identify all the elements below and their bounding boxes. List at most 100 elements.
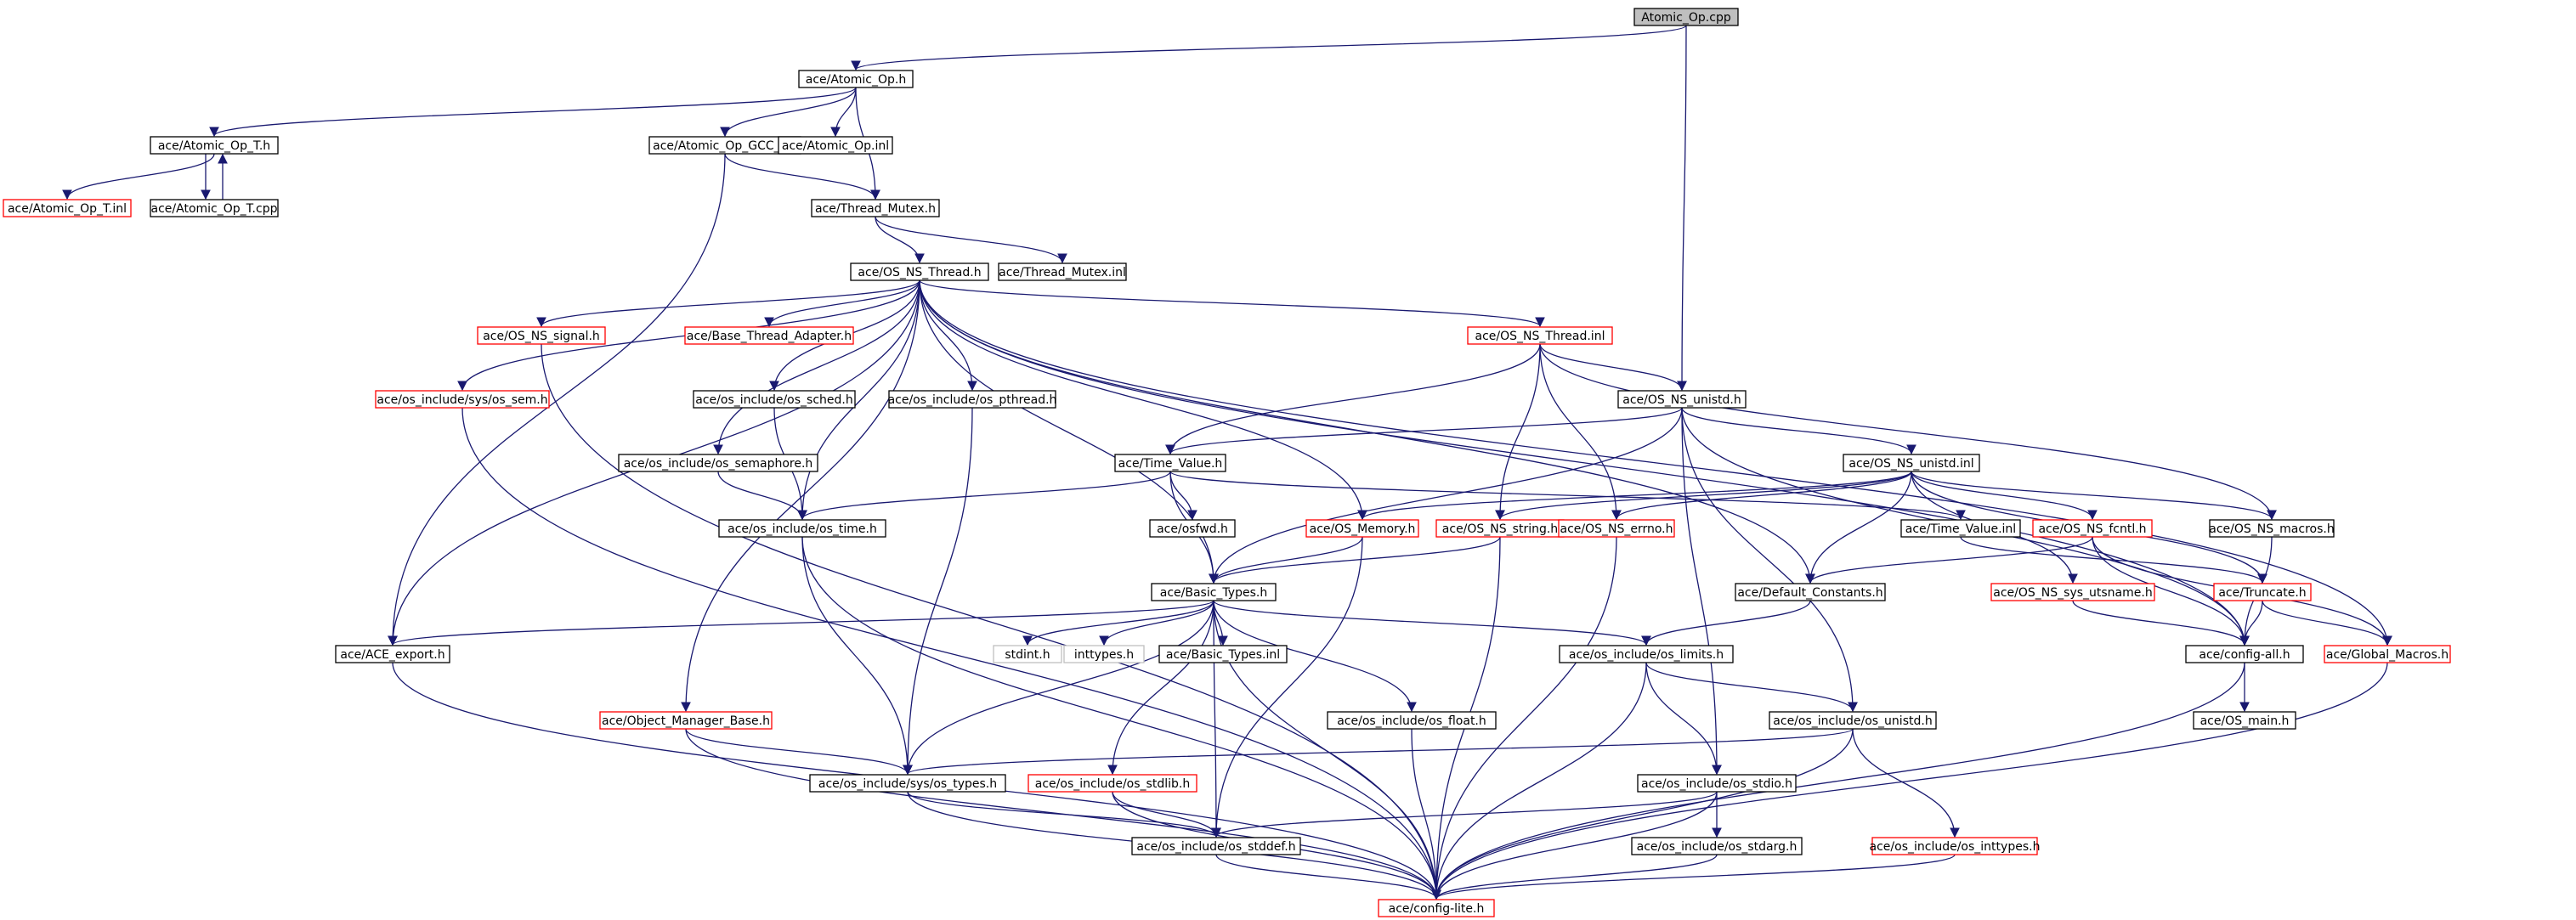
edge-ace-basic-types-h-to-ace-os-include-os-float-h — [1213, 600, 1417, 713]
edge-ace-os-ns-thread-h-to-ace-base-thread-adapter-h — [764, 279, 920, 328]
node-ace-os-ns-signal-h[interactable]: ace/OS_NS_signal.h — [477, 326, 606, 345]
edge-ace-os-include-os-pthread-h-to-ace-os-include-sys-os-types-h — [903, 407, 973, 776]
node-box — [798, 70, 914, 88]
node-ace-time-value-inl[interactable]: ace/Time_Value.inl — [1900, 519, 2021, 538]
node-box — [1305, 519, 1419, 538]
node-label: ace/OS_NS_string.h — [1442, 522, 1558, 536]
node-box — [850, 262, 989, 281]
node-label: ace/os_include/os_semaphore.h — [624, 457, 813, 471]
node-ace-global-macros-h[interactable]: ace/Global_Macros.h — [2324, 645, 2451, 663]
node-ace-os-ns-thread-inl[interactable]: ace/OS_NS_Thread.inl — [1467, 326, 1613, 345]
node-ace-os-include-os-stdio-h[interactable]: ace/os_include/os_stdio.h — [1637, 774, 1797, 793]
node-ace-os-ns-unistd-inl[interactable]: ace/OS_NS_unistd.inl — [1843, 454, 1980, 472]
node-ace-base-thread-adapter-h[interactable]: ace/Base_Thread_Adapter.h — [684, 326, 854, 345]
node-label: ace/os_include/os_stdarg.h — [1637, 840, 1798, 854]
node-label: ace/os_include/os_time.h — [728, 522, 877, 536]
edge-ace-basic-types-h-to-ace-os-include-os-stdlib-h — [1107, 600, 1214, 776]
edge-ace-basic-types-h-to-inttypes-h — [1099, 600, 1214, 646]
edge-ace-os-include-os-stdarg-h-to-ace-config-lite-h — [1431, 854, 1718, 900]
node-ace-os-include-os-unistd-h[interactable]: ace/os_include/os_unistd.h — [1769, 711, 1937, 730]
node-ace-default-constants-h[interactable]: ace/Default_Constants.h — [1735, 583, 1886, 601]
node-ace-basic-types-h[interactable]: ace/Basic_Types.h — [1151, 583, 1277, 601]
node-ace-os-include-os-limits-h[interactable]: ace/os_include/os_limits.h — [1559, 645, 1734, 663]
node-box — [1028, 774, 1197, 793]
node-ace-os-include-os-float-h[interactable]: ace/os_include/os_float.h — [1327, 711, 1497, 730]
node-ace-osfwd-h[interactable]: ace/osfwd.h — [1149, 519, 1236, 538]
node-ace-os-include-os-pthread-h[interactable]: ace/os_include/os_pthread.h — [888, 390, 1057, 409]
node-ace-os-include-os-sched-h[interactable]: ace/os_include/os_sched.h — [693, 390, 856, 409]
node-ace-thread-mutex-inl[interactable]: ace/Thread_Mutex.inl — [998, 262, 1127, 281]
node-label: inttypes.h — [1074, 648, 1134, 662]
node-ace-os-include-sys-os-sem-h[interactable]: ace/os_include/sys/os_sem.h — [375, 390, 550, 409]
node-label: ace/Thread_Mutex.inl — [999, 266, 1126, 279]
edge-atomic-op-cpp-to-ace-os-ns-unistd-h — [1677, 25, 1687, 392]
node-box — [1063, 645, 1145, 663]
node-label: ace/Time_Value.h — [1118, 457, 1223, 471]
node-label: ace/OS_main.h — [2200, 714, 2290, 728]
node-ace-atomic-op-t-h[interactable]: ace/Atomic_Op_T.h — [150, 136, 279, 155]
node-label: ace/os_include/os_stdio.h — [1641, 777, 1792, 791]
edge-ace-basic-types-h-to-ace-os-include-sys-os-types-h — [903, 600, 1214, 776]
edge-ace-os-include-os-limits-h-to-ace-os-include-os-unistd-h — [1645, 662, 1858, 713]
node-ace-os-ns-fcntl-h[interactable]: ace/OS_NS_fcntl.h — [2032, 519, 2153, 538]
node-box — [1327, 711, 1497, 730]
node-box — [1871, 837, 2038, 855]
node-ace-os-include-sys-os-types-h[interactable]: ace/os_include/sys/os_types.h — [809, 774, 1006, 793]
node-box — [888, 390, 1056, 409]
edge-ace-os-ns-unistd-inl-to-ace-os-ns-macros-h — [1911, 471, 2277, 521]
edge-ace-os-ns-thread-h-to-ace-os-include-os-pthread-h — [919, 279, 977, 392]
edge-ace-os-ns-unistd-h-to-ace-time-value-h — [1165, 407, 1683, 455]
node-box — [998, 262, 1127, 281]
node-ace-os-ns-errno-h[interactable]: ace/OS_NS_errno.h — [1558, 519, 1675, 538]
node-ace-object-manager-base-h[interactable]: ace/Object_Manager_Base.h — [599, 711, 773, 730]
edge-ace-os-ns-signal-h-to-ace-config-lite-h — [541, 343, 1441, 900]
node-ace-os-main-h[interactable]: ace/OS_main.h — [2193, 711, 2296, 730]
node-label: ace/Time_Value.inl — [1905, 522, 2016, 536]
node-label: stdint.h — [1005, 648, 1050, 662]
node-label: ace/os_include/os_pthread.h — [888, 393, 1057, 407]
node-ace-os-include-os-semaphore-h[interactable]: ace/os_include/os_semaphore.h — [618, 454, 818, 472]
edge-ace-time-value-h-to-ace-os-include-os-time-h — [797, 471, 1171, 521]
node-box — [2032, 519, 2153, 538]
node-ace-atomic-op-t-inl[interactable]: ace/Atomic_Op_T.inl — [3, 199, 132, 217]
node-ace-os-ns-sys-utsname-h[interactable]: ace/OS_NS_sys_utsname.h — [1990, 583, 2155, 601]
node-ace-os-include-os-inttypes-h[interactable]: ace/os_include/os_inttypes.h — [1870, 837, 2041, 855]
edge-ace-os-ns-thread-inl-to-ace-os-ns-string-h — [1495, 343, 1541, 521]
node-ace-os-ns-string-h[interactable]: ace/OS_NS_string.h — [1435, 519, 1565, 538]
node-ace-os-ns-macros-h[interactable]: ace/OS_NS_macros.h — [2209, 519, 2335, 538]
node-box — [1378, 899, 1495, 917]
node-ace-os-memory-h[interactable]: ace/OS_Memory.h — [1305, 519, 1419, 538]
node-ace-time-value-h[interactable]: ace/Time_Value.h — [1114, 454, 1226, 472]
node-ace-os-ns-unistd-h[interactable]: ace/OS_NS_unistd.h — [1617, 390, 1747, 409]
node-stdint-h[interactable]: stdint.h — [993, 645, 1062, 663]
node-ace-config-lite-h[interactable]: ace/config-lite.h — [1378, 899, 1495, 917]
node-ace-os-include-os-stdlib-h[interactable]: ace/os_include/os_stdlib.h — [1028, 774, 1197, 793]
node-label: ace/OS_NS_macros.h — [2209, 522, 2334, 536]
edge-ace-basic-types-h-to-ace-ace-export-h — [388, 600, 1214, 646]
node-ace-basic-types-inl[interactable]: ace/Basic_Types.inl — [1158, 645, 1288, 663]
node-label: ace/Atomic_Op.h — [806, 73, 906, 87]
edge-ace-os-include-os-unistd-h-to-ace-os-include-sys-os-types-h — [903, 728, 1854, 776]
node-ace-os-include-os-stddef-h[interactable]: ace/os_include/os_stddef.h — [1131, 837, 1301, 855]
node-box — [1617, 390, 1747, 409]
node-box — [375, 390, 550, 409]
node-ace-atomic-op-gcc-t-h[interactable]: ace/Atomic_Op_GCC_T.h — [648, 136, 801, 155]
edge-ace-os-ns-thread-h-to-ace-os-ns-signal-h — [536, 279, 920, 328]
node-ace-ace-export-h[interactable]: ace/ACE_export.h — [335, 645, 450, 663]
node-ace-thread-mutex-h[interactable]: ace/Thread_Mutex.h — [811, 199, 940, 217]
node-ace-atomic-op-t-cpp[interactable]: ace/Atomic_Op_T.cpp — [150, 199, 279, 217]
node-inttypes-h[interactable]: inttypes.h — [1063, 645, 1145, 663]
node-label: ace/os_include/os_stdlib.h — [1035, 777, 1190, 791]
node-ace-config-all-h[interactable]: ace/config-all.h — [2185, 645, 2304, 663]
node-label: ace/os_include/os_sched.h — [695, 393, 852, 407]
node-ace-os-include-os-time-h[interactable]: ace/os_include/os_time.h — [718, 519, 886, 538]
node-atomic-op-cpp[interactable]: Atomic_Op.cpp — [1633, 8, 1739, 26]
node-ace-atomic-op-inl[interactable]: ace/Atomic_Op.inl — [778, 136, 893, 155]
node-ace-os-ns-thread-h[interactable]: ace/OS_NS_Thread.h — [850, 262, 989, 281]
node-ace-truncate-h[interactable]: ace/Truncate.h — [2213, 583, 2312, 601]
node-ace-os-include-os-stdarg-h[interactable]: ace/os_include/os_stdarg.h — [1631, 837, 1803, 855]
node-box — [993, 645, 1062, 663]
node-ace-atomic-op-h[interactable]: ace/Atomic_Op.h — [798, 70, 914, 88]
node-label: ace/OS_NS_sys_utsname.h — [1993, 586, 2152, 600]
